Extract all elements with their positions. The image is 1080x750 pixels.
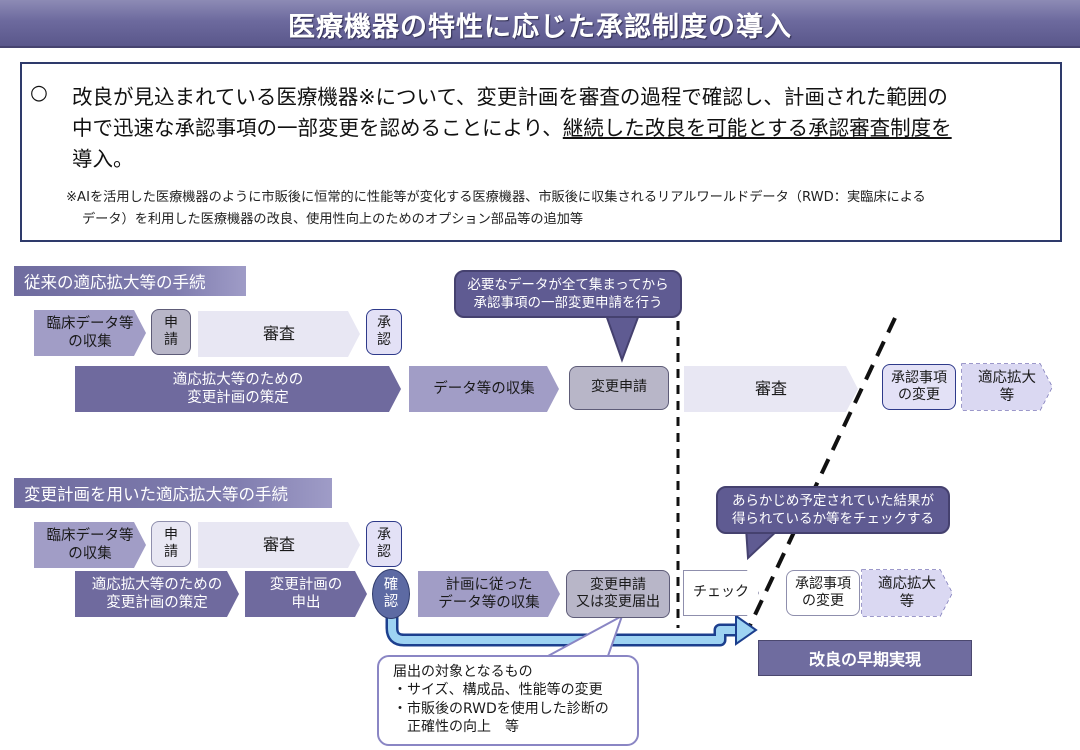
step-apply: 申 請	[151, 309, 191, 355]
summary-line-2-plain: 中で迅速な承認事項の一部変更を認めることにより、	[72, 116, 563, 140]
summary-line-3: 導入。	[72, 147, 134, 171]
step-review-2: 審査	[684, 366, 858, 412]
step-clinical-data-2-label: 臨床データ等 の収集	[46, 527, 134, 562]
step-planned-data-collection-label: 計画に従った データ等の収集	[438, 576, 540, 611]
step-indication-expansion-2: 適応拡大 等	[862, 570, 952, 616]
notification-scope-item-3: 正確性の向上 等	[407, 719, 519, 736]
step-check: チェック	[683, 570, 759, 616]
step-plan-formulation-label: 適応拡大等のための 変更計画の策定	[172, 371, 304, 406]
step-apply-2: 申 請	[151, 521, 191, 567]
step-change-application: 変更申請	[569, 366, 669, 410]
callout-check-results: あらかじめ予定されていた結果が 得られているか等をチェックする	[716, 486, 950, 534]
step-plan-submission: 変更計画の 申出	[245, 571, 367, 617]
notification-scope-heading: 届出の対象となるもの	[393, 664, 533, 680]
step-approve-label: 承 認	[377, 314, 391, 349]
step-indication-expansion-2-label: 適応拡大 等	[878, 575, 936, 610]
step-data-collection: データ等の収集	[409, 366, 559, 412]
result-early-improvement: 改良の早期実現	[758, 640, 972, 676]
footnote-line-1: ※AIを活用した医療機器のように市販後に恒常的に性能等が変化する医療機器、市販後…	[66, 190, 926, 205]
step-review-3-label: 審査	[262, 535, 295, 554]
callout-all-data: 必要なデータが全て集まってから 承認事項の一部変更申請を行う	[454, 270, 682, 318]
step-approval-change: 承認事項 の変更	[882, 364, 956, 410]
step-clinical-data-label: 臨床データ等 の収集	[46, 315, 134, 350]
step-plan-formulation-2: 適応拡大等のための 変更計画の策定	[75, 571, 239, 617]
bent-arrow	[388, 616, 744, 644]
step-review-2-label: 審査	[754, 379, 787, 398]
step-approve: 承 認	[366, 309, 402, 355]
step-clinical-data-2: 臨床データ等 の収集	[34, 522, 146, 568]
step-plan-submission-label: 変更計画の 申出	[269, 576, 343, 611]
step-change-notification-label: 変更申請 又は変更届出	[576, 576, 660, 611]
step-change-notification: 変更申請 又は変更届出	[566, 570, 670, 618]
step-apply-label: 申 請	[164, 314, 178, 349]
step-check-label: チェック	[693, 584, 749, 601]
step-approval-change-2: 承認事項 の変更	[786, 570, 860, 616]
bent-arrow-head	[735, 614, 758, 646]
step-indication-expansion-label: 適応拡大 等	[978, 369, 1036, 404]
step-planned-data-collection: 計画に従った データ等の収集	[418, 571, 560, 617]
step-approval-change-label: 承認事項 の変更	[891, 369, 947, 404]
step-review-3: 審査	[198, 522, 360, 568]
footnote-line-2: データ）を利用した医療機器の改良、使用性向上のためのオプション部品等の追加等	[82, 212, 584, 227]
step-approval-change-2-label: 承認事項 の変更	[795, 575, 851, 610]
callout-tail-top	[603, 311, 642, 363]
step-plan-formulation: 適応拡大等のための 変更計画の策定	[75, 366, 401, 412]
step-apply-2-label: 申 請	[164, 526, 178, 561]
notification-scope-box: 届出の対象となるもの ・サイズ、構成品、性能等の変更 ・市販後のRWDを使用した…	[377, 655, 639, 746]
step-change-application-label: 変更申請	[591, 379, 647, 396]
title-bar	[0, 0, 1080, 48]
step-clinical-data: 臨床データ等 の収集	[34, 310, 146, 356]
callout-all-data-text: 必要なデータが全て集まってから 承認事項の一部変更申請を行う	[467, 276, 669, 311]
notification-scope-item-1: ・サイズ、構成品、性能等の変更	[393, 682, 603, 699]
section-label-conventional: 従来の適応拡大等の手続	[14, 266, 246, 296]
step-confirm: 確 認	[372, 569, 410, 619]
step-approve-2: 承 認	[366, 521, 402, 567]
step-indication-expansion: 適応拡大 等	[962, 364, 1052, 410]
summary-bullet: ○	[30, 80, 48, 104]
callout-check-results-text: あらかじめ予定されていた結果が 得られているか等をチェックする	[731, 492, 935, 527]
step-plan-formulation-2-label: 適応拡大等のための 変更計画の策定	[91, 576, 223, 611]
section-label-proposed: 変更計画を用いた適応拡大等の手続	[14, 478, 332, 508]
step-review-label: 審査	[262, 324, 295, 343]
summary-line-2: 中で迅速な承認事項の一部変更を認めることにより、継続した改良を可能とする承認審査…	[72, 111, 952, 141]
step-approve-2-label: 承 認	[377, 526, 391, 561]
step-confirm-label: 確 認	[383, 576, 399, 610]
summary-box	[20, 62, 1062, 242]
page-title: 医療機器の特性に応じた承認制度の導入	[288, 11, 792, 43]
step-review: 審査	[198, 311, 360, 357]
summary-line-1: 改良が見込まれている医療機器※について、変更計画を審査の過程で確認し、計画された…	[72, 85, 948, 109]
notification-scope-item-2: ・市販後のRWDを使用した診断の	[393, 700, 609, 717]
step-data-collection-label: データ等の収集	[433, 380, 535, 397]
summary-line-2-underlined: 継続した改良を可能とする承認審査制度を	[562, 116, 952, 140]
diagonal-dashed-line	[743, 317, 897, 637]
